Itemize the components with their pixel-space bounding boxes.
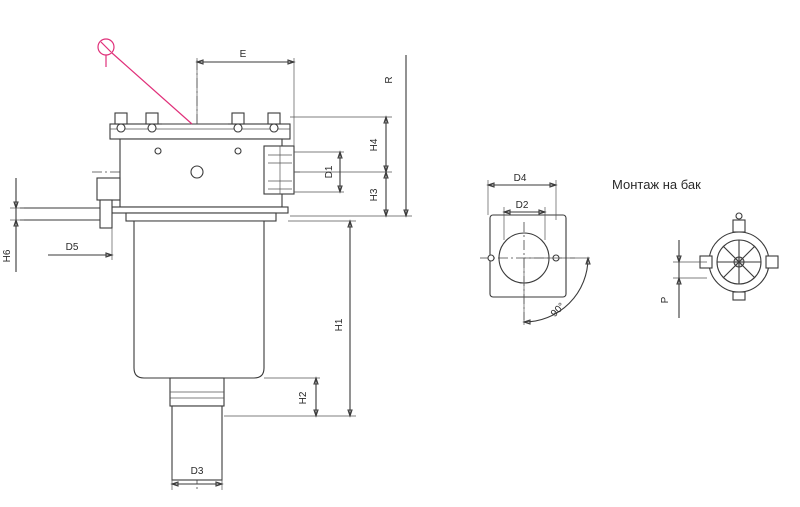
side-pipe	[20, 199, 113, 229]
cover-bolts	[114, 112, 281, 133]
label-h3: H3	[369, 188, 380, 201]
mounting-flange	[111, 206, 289, 214]
label-angle: 90°	[549, 301, 567, 319]
label-p: P	[660, 296, 671, 303]
label-d4: D4	[514, 173, 527, 184]
dimension-d5: D5	[48, 228, 114, 260]
filter-bowl	[133, 220, 265, 379]
label-d2: D2	[516, 200, 529, 211]
label-d3: D3	[191, 466, 204, 477]
dimension-h4-h3: H4 H3	[290, 115, 392, 218]
dimension-r: R	[290, 55, 412, 218]
label-e: E	[240, 49, 247, 60]
label-d1: D1	[324, 165, 335, 178]
mount-title: Монтаж на бак	[612, 177, 701, 192]
gauge-icon	[97, 38, 193, 125]
dimension-h2: H2	[264, 376, 320, 418]
inlet-port	[263, 145, 295, 195]
dimension-h1: H1	[224, 219, 356, 418]
dimension-d1: D1	[294, 150, 344, 194]
label-h1: H1	[334, 318, 345, 331]
outlet-pipe	[169, 377, 225, 481]
label-h6: H6	[2, 249, 13, 262]
label-h4: H4	[369, 138, 380, 151]
filter-side-view	[20, 60, 300, 490]
label-h2: H2	[298, 391, 309, 404]
tank-mount-view: P	[660, 212, 779, 318]
dimension-e: E	[195, 49, 296, 146]
label-r: R	[384, 76, 395, 83]
cover-plate	[109, 123, 291, 140]
dimension-h6: H6	[2, 178, 24, 272]
label-d5: D5	[66, 242, 79, 253]
dimension-d3: D3	[170, 466, 224, 490]
left-fitting	[96, 177, 121, 201]
port-section-view: D4 D2 90°	[480, 173, 591, 325]
